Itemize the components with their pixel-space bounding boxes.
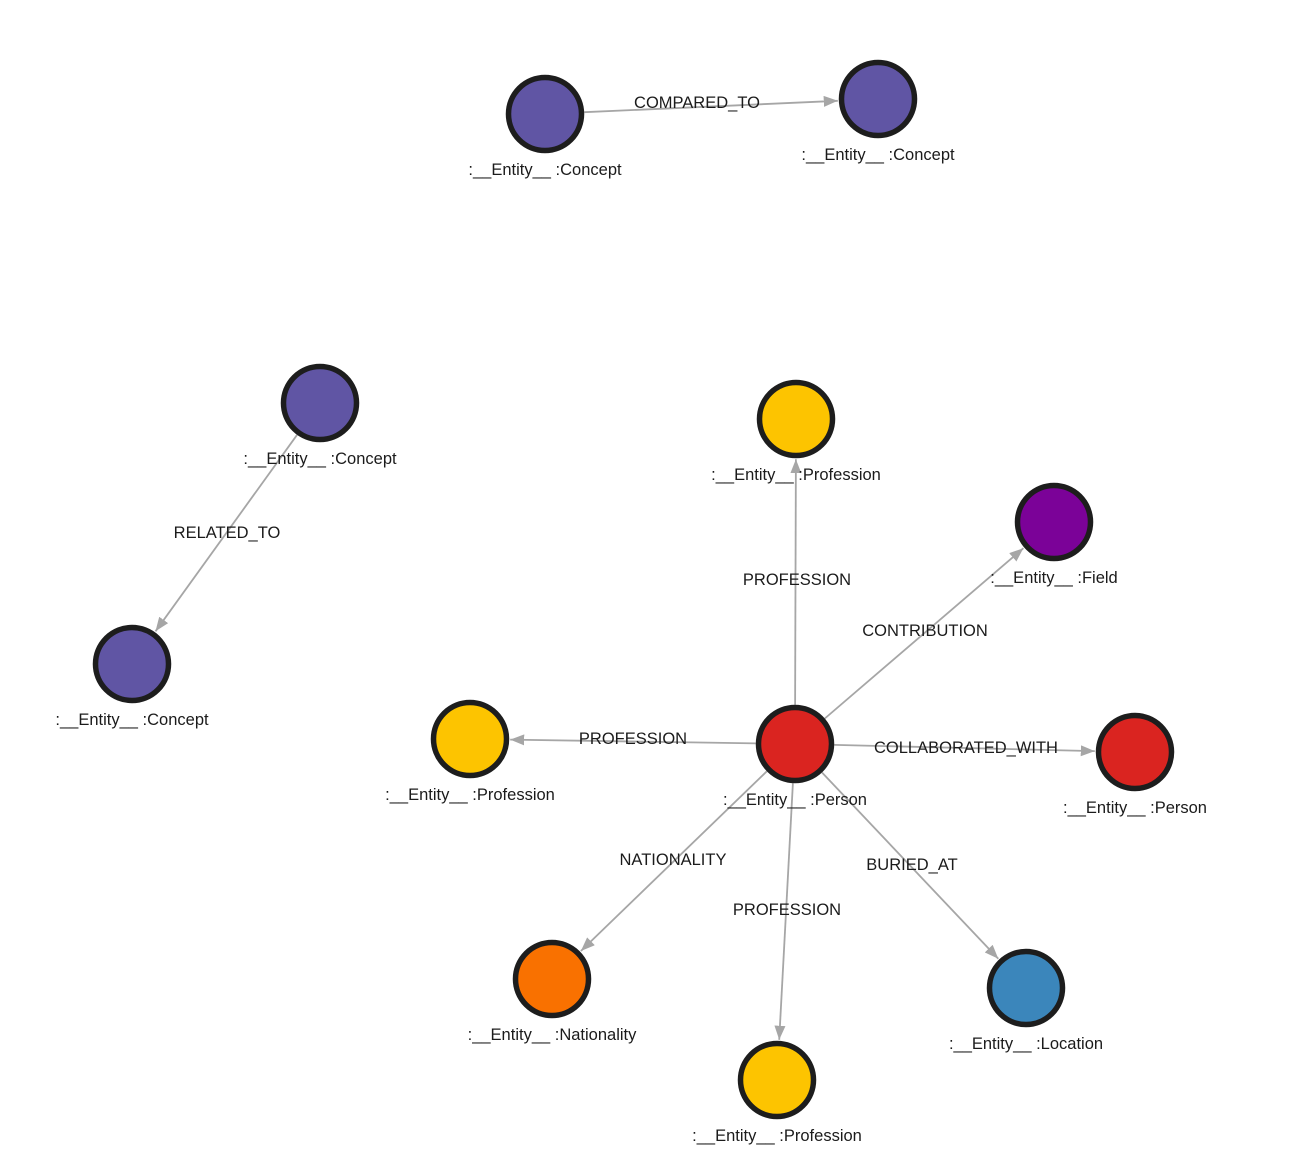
node-group-nationality-1: :__Entity__ :Nationality: [468, 939, 638, 1044]
node-label-location-1: :__Entity__ :Location: [949, 1035, 1103, 1053]
node-group-concept-2: :__Entity__ :Concept: [801, 59, 955, 164]
node-group-field-1: :__Entity__ :Field: [990, 482, 1118, 587]
edge-profession-4[interactable]: [510, 734, 756, 746]
edge-label-profession-7[interactable]: PROFESSION: [733, 901, 841, 919]
node-label-field-1: :__Entity__ :Field: [990, 569, 1118, 587]
edge-profession-7[interactable]: [774, 783, 794, 1040]
node-label-person-right: :__Entity__ :Person: [1063, 799, 1207, 817]
node-concept-4[interactable]: [92, 624, 172, 704]
node-person-right[interactable]: [1095, 712, 1175, 792]
node-location-1[interactable]: [986, 948, 1066, 1028]
node-profession-top[interactable]: [756, 379, 836, 459]
node-label-concept-3: :__Entity__ :Concept: [243, 450, 397, 468]
edge-label-profession-4[interactable]: PROFESSION: [579, 730, 687, 748]
node-group-profession-top: :__Entity__ :Profession: [711, 379, 881, 484]
edge-label-profession-2[interactable]: PROFESSION: [743, 571, 851, 589]
node-group-person-right: :__Entity__ :Person: [1063, 712, 1207, 817]
edge-related_to-1[interactable]: [154, 434, 298, 632]
node-group-location-1: :__Entity__ :Location: [949, 948, 1103, 1053]
node-group-concept-1: :__Entity__ :Concept: [468, 74, 622, 179]
node-profession-bottom[interactable]: [737, 1040, 817, 1120]
edge-contribution-3[interactable]: [824, 547, 1024, 720]
edge-label-compared_to-0[interactable]: COMPARED_TO: [634, 94, 760, 112]
node-person-center[interactable]: [755, 704, 835, 784]
node-label-profession-top: :__Entity__ :Profession: [711, 466, 881, 484]
nodes-layer: :__Entity__ :Concept :__Entity__ :Concept…: [55, 59, 1207, 1145]
edge-nationality-6[interactable]: [580, 770, 768, 952]
node-profession-left[interactable]: [430, 699, 510, 779]
edge-profession-2[interactable]: [790, 459, 802, 705]
edge-collaborated_with-5[interactable]: [834, 744, 1095, 757]
node-concept-1[interactable]: [505, 74, 585, 154]
node-group-profession-left: :__Entity__ :Profession: [385, 699, 555, 804]
edge-label-contribution-3[interactable]: CONTRIBUTION: [862, 622, 988, 640]
node-group-profession-bottom: :__Entity__ :Profession: [692, 1040, 862, 1145]
node-concept-3[interactable]: [280, 363, 360, 443]
node-field-1[interactable]: [1014, 482, 1094, 562]
edge-label-related_to-1[interactable]: RELATED_TO: [174, 524, 281, 542]
node-label-person-center: :__Entity__ :Person: [723, 791, 867, 809]
edges-layer: COMPARED_TO RELATED_TO PROFESSION CONTRIBUT…: [154, 94, 1095, 1040]
node-concept-2[interactable]: [838, 59, 918, 139]
node-label-profession-bottom: :__Entity__ :Profession: [692, 1127, 862, 1145]
edge-label-collaborated_with-5[interactable]: COLLABORATED_WITH: [874, 739, 1058, 757]
node-label-concept-1: :__Entity__ :Concept: [468, 161, 622, 179]
edge-label-buried_at-8[interactable]: BURIED_AT: [866, 856, 957, 874]
node-label-profession-left: :__Entity__ :Profession: [385, 786, 555, 804]
node-group-concept-4: :__Entity__ :Concept: [55, 624, 209, 729]
edge-label-nationality-6[interactable]: NATIONALITY: [620, 851, 727, 869]
node-label-concept-4: :__Entity__ :Concept: [55, 711, 209, 729]
edge-compared_to-0[interactable]: [584, 95, 838, 114]
node-group-person-center: :__Entity__ :Person: [723, 704, 867, 809]
node-label-nationality-1: :__Entity__ :Nationality: [468, 1026, 638, 1044]
edge-buried_at-8[interactable]: [821, 771, 999, 960]
node-label-concept-2: :__Entity__ :Concept: [801, 146, 955, 164]
node-group-concept-3: :__Entity__ :Concept: [243, 363, 397, 468]
node-nationality-1[interactable]: [512, 939, 592, 1019]
